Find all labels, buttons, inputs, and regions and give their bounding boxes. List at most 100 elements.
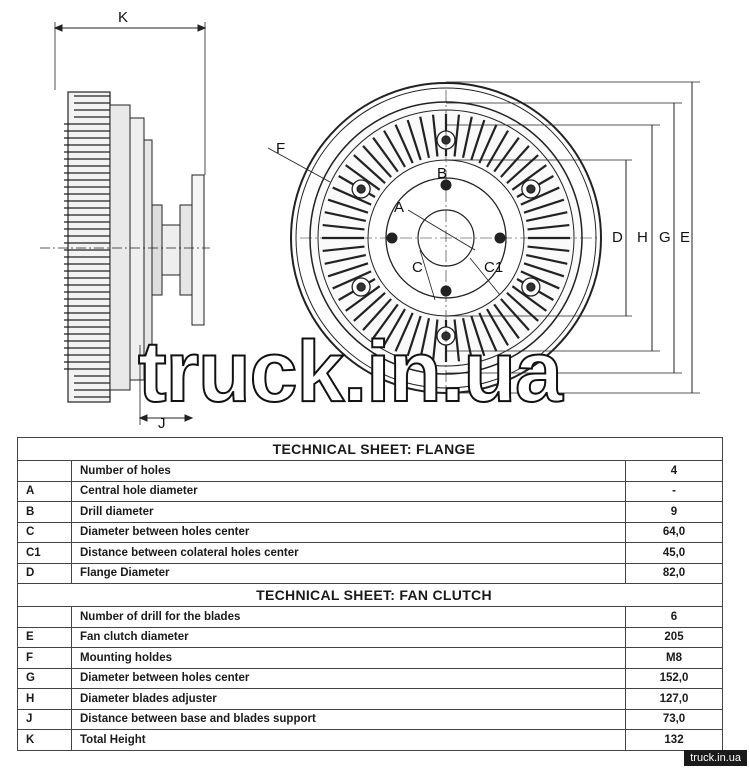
dim-label-e: E — [680, 229, 690, 246]
row-value: 82,0 — [624, 562, 724, 584]
row-label: Distance between base and blades support — [71, 708, 626, 730]
row-code: C — [17, 521, 72, 543]
side-view — [40, 22, 210, 425]
row-value: 4 — [624, 460, 724, 482]
front-fin — [527, 245, 570, 253]
flange-section-header: TECHNICAL SHEET: FLANGE — [16, 437, 724, 461]
row-value: 45,0 — [624, 542, 724, 564]
front-fin — [383, 130, 406, 168]
row-value: 6 — [624, 606, 724, 628]
fan_clutch-section-header: TECHNICAL SHEET: FAN CLUTCH — [16, 583, 724, 607]
front-fin — [327, 198, 369, 214]
front-fin — [500, 298, 530, 331]
front-fin — [324, 211, 367, 223]
technical-drawing: K J F — [40, 9, 700, 432]
dim-label-h: H — [637, 229, 648, 246]
front-fin — [383, 308, 406, 346]
row-code: H — [17, 688, 72, 710]
front-fin — [372, 303, 399, 339]
front-fin — [478, 124, 498, 164]
row-code: C1 — [17, 542, 72, 564]
front-fin — [431, 319, 439, 362]
row-code: E — [17, 626, 72, 648]
front-fin — [362, 298, 392, 331]
blade-bolt-center — [526, 282, 536, 292]
row-code: D — [17, 562, 72, 584]
dim-label-b: B — [437, 165, 447, 182]
watermark: truck.in.ua — [137, 323, 564, 421]
row-value: 64,0 — [624, 521, 724, 543]
front-fin — [511, 164, 547, 191]
front-fin — [523, 198, 565, 214]
front-fin — [332, 270, 372, 290]
row-label: Distance between colateral holes center — [71, 542, 626, 564]
footer-site-label: truck.in.ua — [684, 750, 747, 766]
dim-label-d: D — [612, 229, 623, 246]
front-fin — [525, 253, 568, 265]
blade-bolt-center — [356, 184, 366, 194]
front-fin — [470, 119, 486, 161]
row-code: B — [17, 501, 72, 523]
front-view — [267, 81, 700, 394]
dim-label-f: F — [276, 140, 285, 157]
front-fin — [493, 303, 520, 339]
row-value: 127,0 — [624, 688, 724, 710]
row-label: Number of drill for the blades — [71, 606, 626, 628]
row-label: Total Height — [71, 729, 626, 751]
front-fin — [394, 312, 414, 352]
row-label: Drill diameter — [71, 501, 626, 523]
row-label: Flange Diameter — [71, 562, 626, 584]
front-fin — [486, 308, 509, 346]
front-fin — [470, 315, 486, 357]
front-fin — [322, 223, 365, 231]
front-fin — [353, 154, 386, 184]
front-fin — [345, 285, 381, 312]
front-fin — [478, 312, 498, 352]
front-fin — [431, 114, 439, 157]
front-fin — [406, 119, 422, 161]
front-fin — [353, 292, 386, 322]
front-fin — [419, 116, 431, 159]
row-value: - — [624, 480, 724, 502]
row-value: 9 — [624, 501, 724, 523]
front-fin — [453, 319, 461, 362]
front-fin — [520, 186, 560, 206]
front-fin — [372, 137, 399, 173]
row-code: J — [17, 708, 72, 730]
front-fin — [523, 262, 565, 278]
row-label: Number of holes — [71, 460, 626, 482]
dim-label-k: K — [118, 9, 128, 26]
front-fin — [324, 253, 367, 265]
dim-label-g: G — [659, 229, 671, 246]
front-fin — [486, 130, 509, 168]
front-fin — [527, 223, 570, 231]
front-fin — [362, 145, 392, 178]
row-label: Central hole diameter — [71, 480, 626, 502]
front-fin — [322, 245, 365, 253]
front-fin — [493, 137, 520, 173]
section-title: TECHNICAL SHEET: FAN CLUTCH — [16, 583, 724, 607]
row-label: Diameter between holes center — [71, 667, 626, 689]
front-fin — [461, 116, 473, 159]
front-fin — [406, 315, 422, 357]
row-value: 205 — [624, 626, 724, 648]
row-code: F — [17, 647, 72, 669]
row-value: 152,0 — [624, 667, 724, 689]
front-fin — [394, 124, 414, 164]
row-value: 73,0 — [624, 708, 724, 730]
blade-bolt-center — [526, 184, 536, 194]
front-fin — [453, 114, 461, 157]
section-title: TECHNICAL SHEET: FLANGE — [16, 437, 724, 461]
row-label: Diameter between holes center — [71, 521, 626, 543]
dim-label-a: A — [394, 199, 404, 216]
